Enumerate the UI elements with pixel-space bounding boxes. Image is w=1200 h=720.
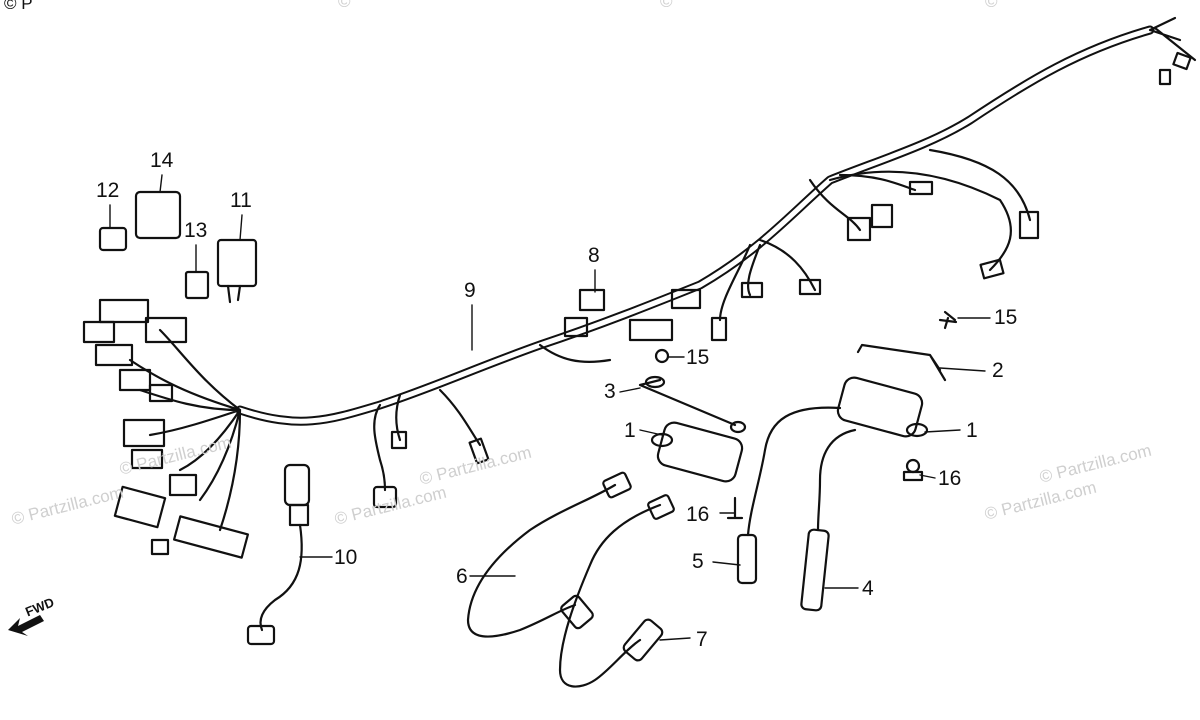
part-8 xyxy=(578,288,606,312)
part-12 xyxy=(98,226,128,252)
callout-15-mid: 15 xyxy=(686,346,710,369)
lead-6 xyxy=(466,483,617,638)
callout-15-top: 15 xyxy=(994,306,1018,329)
lead-5 xyxy=(746,406,842,537)
watermark: © xyxy=(660,0,673,11)
callout-16-left: 16 xyxy=(686,503,710,526)
lead-4 xyxy=(816,428,857,532)
callout-9: 9 xyxy=(464,279,476,302)
ignition-coil-right xyxy=(836,376,929,438)
part-13 xyxy=(184,270,210,300)
main-wire-harness xyxy=(82,16,1197,559)
callout-1-right: 1 xyxy=(966,419,978,442)
ignition-coil-left xyxy=(650,421,744,483)
part-14 xyxy=(134,190,182,240)
part-3-bracket xyxy=(638,378,737,427)
callout-13: 13 xyxy=(184,219,208,242)
callout-8: 8 xyxy=(588,244,600,267)
part-2-bracket xyxy=(856,343,947,382)
callout-11: 11 xyxy=(230,189,252,212)
callout-6: 6 xyxy=(456,565,468,588)
part-10-wire xyxy=(246,463,311,646)
watermark: © xyxy=(985,0,998,11)
callout-14: 14 xyxy=(150,149,174,172)
callout-7: 7 xyxy=(696,628,708,651)
callout-1-left: 1 xyxy=(624,419,636,442)
watermark: © P xyxy=(4,0,33,13)
watermark: © xyxy=(338,0,351,11)
lead-7 xyxy=(558,503,662,688)
callout-4: 4 xyxy=(862,577,874,600)
callout-5: 5 xyxy=(692,550,704,573)
callout-3: 3 xyxy=(604,380,616,403)
callout-12: 12 xyxy=(96,179,120,202)
forward-arrow-icon xyxy=(8,615,44,636)
callout-16-right: 16 xyxy=(938,467,962,490)
part-11-relay xyxy=(216,238,258,304)
callout-2: 2 xyxy=(992,359,1004,382)
callout-10: 10 xyxy=(334,546,358,569)
